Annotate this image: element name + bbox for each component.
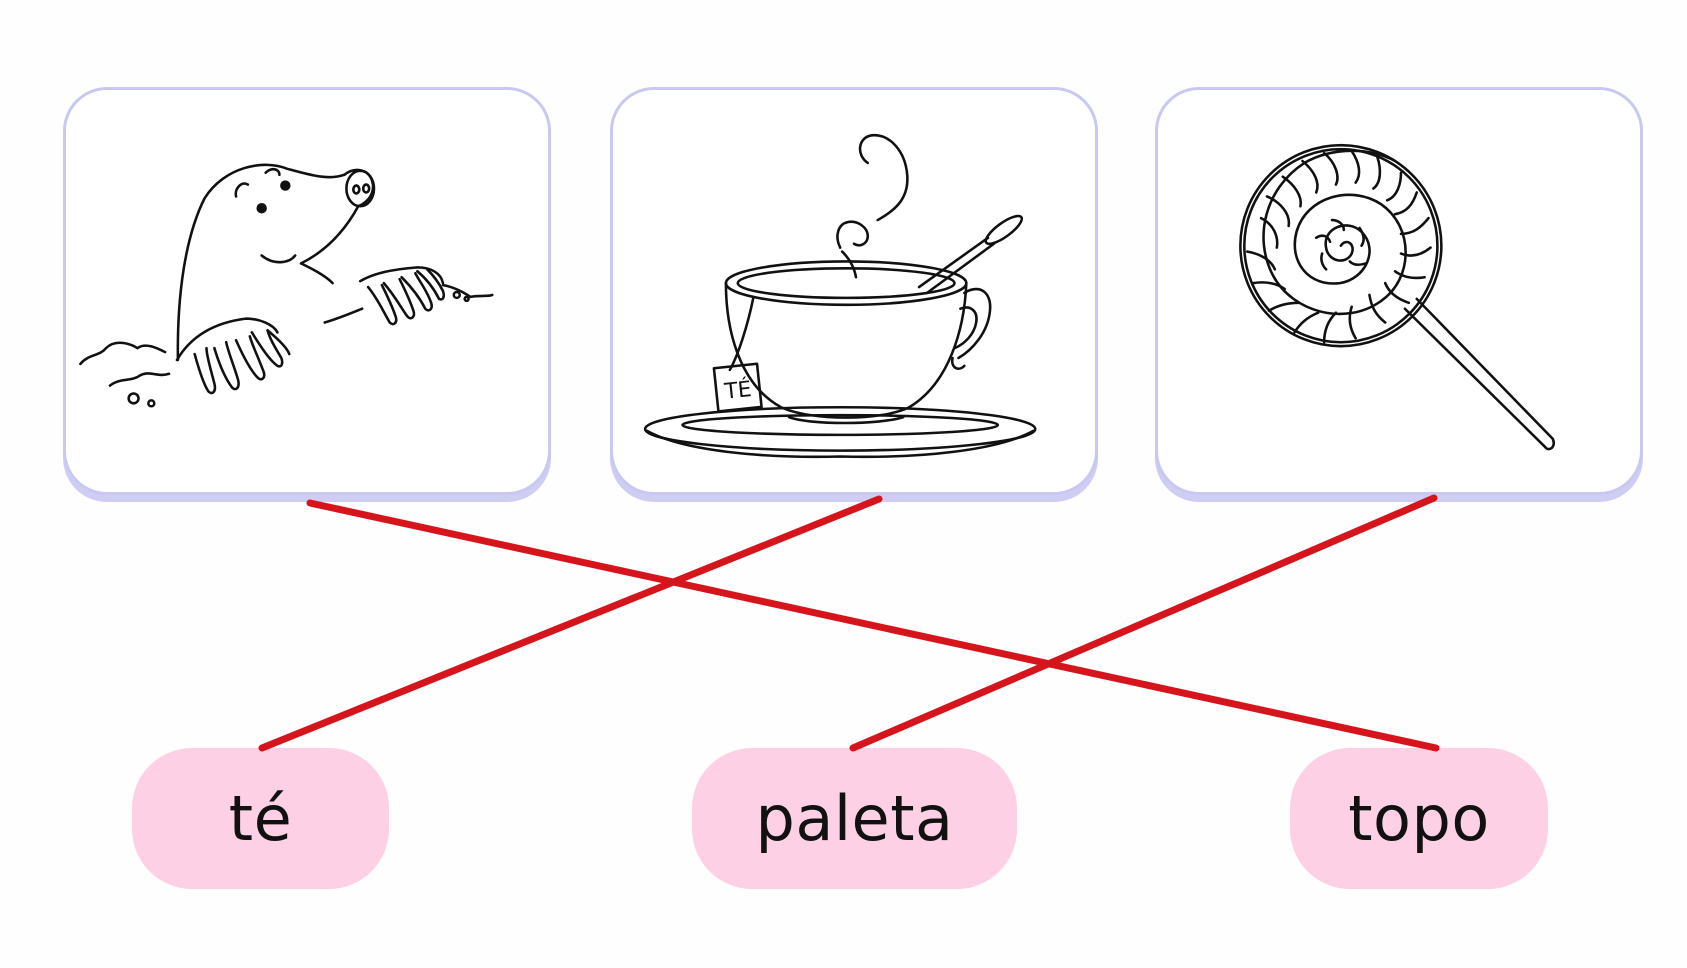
word-label: paleta [755,782,954,855]
picture-card-lollipop[interactable] [1155,87,1643,495]
connection-line-3 [849,494,1438,752]
lollipop-icon [1239,143,1555,451]
word-label: topo [1348,782,1490,855]
word-paleta[interactable]: paleta [692,748,1017,889]
picture-card-mole[interactable] [63,87,551,495]
teacup-icon: TÉ [643,134,1037,459]
connection-line-2 [258,495,883,752]
word-topo[interactable]: topo [1290,748,1548,889]
tea-tag-label: TÉ [722,376,752,405]
connection-line-1 [306,499,1440,752]
mole-icon [79,163,494,408]
word-label: té [228,782,293,855]
picture-card-tea[interactable]: TÉ [610,87,1098,495]
word-te[interactable]: té [132,748,389,889]
